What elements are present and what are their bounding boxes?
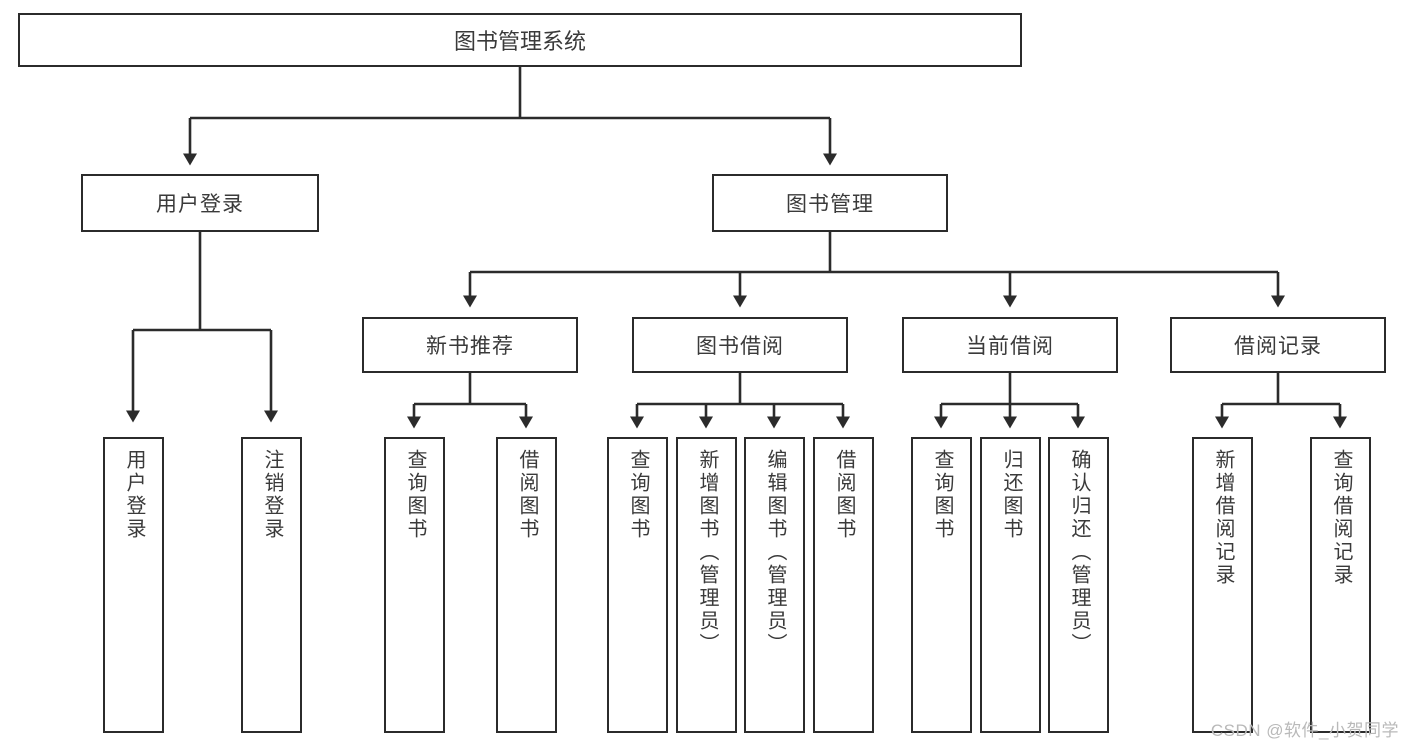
leaf-add-book-admin[interactable]: 新增图书（管理员） [676,437,737,733]
node-current-borrow[interactable]: 当前借阅 [902,317,1118,373]
leaf-label: 注销登录 [261,449,283,541]
leaf-label: 新增借阅记录 [1212,449,1234,587]
leaf-label: 查询图书 [931,449,953,541]
leaf-borrow-book[interactable]: 借阅图书 [813,437,874,733]
leaf-query-book-recommend[interactable]: 查询图书 [384,437,445,733]
node-user-login[interactable]: 用户登录 [81,174,319,232]
leaf-label: 用户登录 [123,449,145,541]
leaf-label: 编辑图书（管理员） [764,449,786,656]
node-book-borrow[interactable]: 图书借阅 [632,317,848,373]
leaf-query-borrow-record[interactable]: 查询借阅记录 [1310,437,1371,733]
leaf-confirm-return-admin[interactable]: 确认归还（管理员） [1048,437,1109,733]
watermark: CSDN @软件_小贺同学 [1210,721,1399,740]
leaf-borrow-book-recommend[interactable]: 借阅图书 [496,437,557,733]
leaf-add-borrow-record[interactable]: 新增借阅记录 [1192,437,1253,733]
node-book-management[interactable]: 图书管理 [712,174,948,232]
leaf-logout[interactable]: 注销登录 [241,437,302,733]
leaf-label: 归还图书 [1000,449,1022,541]
leaf-query-book-borrow[interactable]: 查询图书 [607,437,668,733]
node-root[interactable]: 图书管理系统 [18,13,1022,67]
leaf-label: 借阅图书 [516,449,538,541]
leaf-label: 查询借阅记录 [1330,449,1352,587]
leaf-user-login[interactable]: 用户登录 [103,437,164,733]
node-new-book-recommend[interactable]: 新书推荐 [362,317,578,373]
leaf-label: 新增图书（管理员） [696,449,718,656]
leaf-label: 查询图书 [404,449,426,541]
node-borrow-record[interactable]: 借阅记录 [1170,317,1386,373]
leaf-return-book[interactable]: 归还图书 [980,437,1041,733]
leaf-label: 确认归还（管理员） [1068,449,1090,656]
leaf-edit-book-admin[interactable]: 编辑图书（管理员） [744,437,805,733]
leaf-label: 查询图书 [627,449,649,541]
leaf-query-book-current[interactable]: 查询图书 [911,437,972,733]
leaf-label: 借阅图书 [833,449,855,541]
